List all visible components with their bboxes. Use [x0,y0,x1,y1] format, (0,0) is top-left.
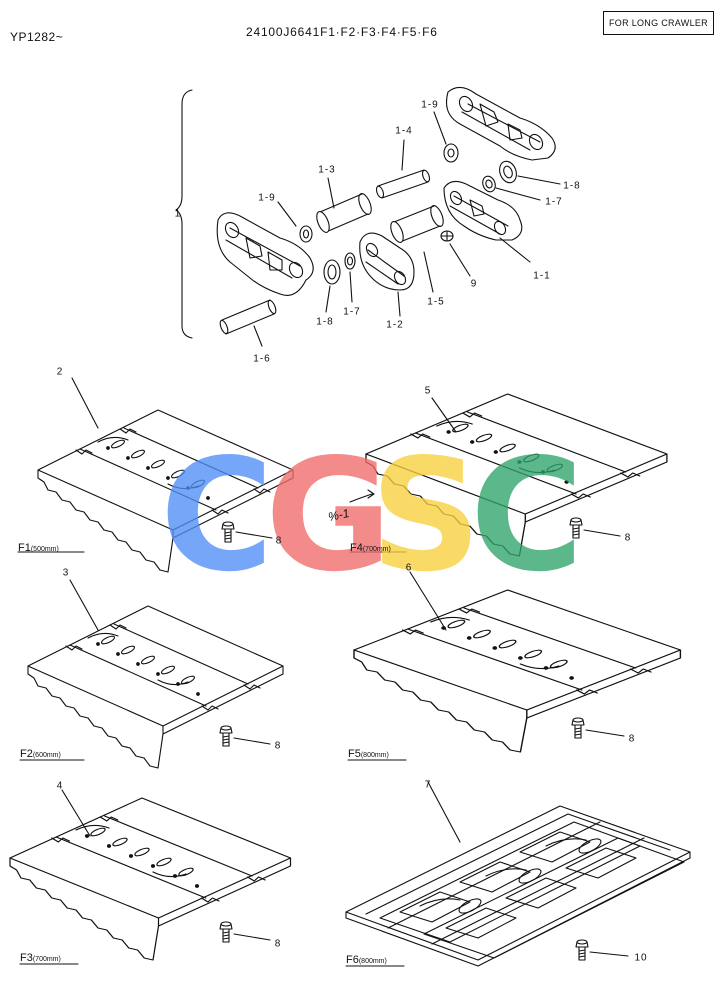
callout-1: 1 [174,208,182,220]
watermark-letter-3: S [370,425,482,606]
pin-1-6 [219,299,277,335]
callout-1-7-upper: 1-7 [545,196,563,208]
callout-8-f3: 8 [274,938,282,950]
label-f4: F4(700mm) [350,542,391,554]
seal-1-9-upper [443,143,459,163]
callout-8-f1: 8 [275,535,283,547]
callout-5: 5 [424,385,432,397]
label-f6: F6(800mm) [346,954,387,966]
callout-1-7-left: 1-7 [343,306,361,318]
bolt-f5 [571,717,585,739]
callout-8-f5: 8 [628,733,636,745]
link-middle [359,232,415,291]
shoe-f3 [9,797,292,961]
assembly-bracket [175,89,193,339]
label-f2: F2(600mm) [20,748,61,760]
master-nut-9 [440,230,454,242]
callout-1-9-upper: 1-9 [421,99,439,111]
callout-8-f2: 8 [274,740,282,752]
shoe-f6 [345,805,691,967]
bolt-f6 [575,939,589,961]
callout-3: 3 [62,567,70,579]
callout-1-9-left: 1-9 [258,192,276,204]
link-right-upper [445,86,556,161]
bolt-f2 [219,725,233,747]
watermark-letter-1: C [160,425,274,606]
callout-1-8-left: 1-8 [316,316,334,328]
callout-2: 2 [56,366,64,378]
ring-1-7-left [344,252,356,270]
callout-10: 10 [634,952,648,964]
seal-1-9-left [299,225,313,243]
variant-label: FOR LONG CRAWLER [609,18,708,28]
callout-1-1: 1-1 [533,270,551,282]
leader-3 [69,579,99,631]
label-f3: F3(700mm) [20,952,61,964]
watermark-letter-4: C [470,425,584,606]
callout-1-4: 1-4 [395,125,413,137]
ring-1-7-upper [482,175,496,193]
link-left [216,212,314,296]
hand-arrow [349,489,375,503]
watermark-letter-2: G [265,425,393,606]
label-f1: F1(500mm) [18,542,59,554]
callout-8-f4: 8 [624,532,632,544]
model-code: YP1282~ [10,30,64,44]
callout-6: 6 [405,562,413,574]
bolt-f3 [219,921,233,943]
callout-1-8-upper: 1-8 [563,180,581,192]
shoe-f2 [27,605,284,769]
assembly-number: 24100J6641F1·F2·F3·F4·F5·F6 [246,25,438,39]
callout-1-5: 1-5 [427,296,445,308]
link-right-lower [443,180,523,241]
bushing-1-3 [316,193,372,233]
leader-6 [409,571,447,631]
callout-4: 4 [56,780,64,792]
pin-1-4 [375,169,431,199]
callout-7: 7 [424,779,432,791]
label-f5: F5(800mm) [348,748,389,760]
seal-1-8-upper [499,160,517,184]
callout-9: 9 [470,278,478,290]
leader-2 [71,377,99,429]
seal-1-8-left [323,259,341,285]
leader-7 [427,781,461,843]
variant-box: FOR LONG CRAWLER [603,11,714,35]
callout-1-6: 1-6 [253,353,271,365]
bushing-1-5 [390,205,444,243]
shoe-f5 [353,589,682,753]
callout-1-2: 1-2 [386,319,404,331]
callout-1-3: 1-3 [318,164,336,176]
leader-4 [61,789,91,837]
leader-5 [431,397,457,433]
